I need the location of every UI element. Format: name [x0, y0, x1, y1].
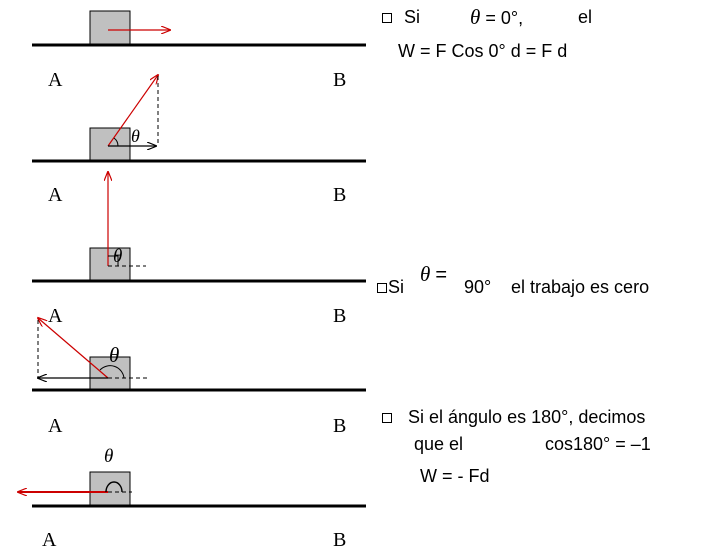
- item1-equation: θ = 0°,: [470, 5, 523, 30]
- scene-angle-90: θ A B: [32, 172, 366, 327]
- theta-label: θ: [109, 343, 119, 367]
- point-a-label: A: [48, 184, 63, 206]
- item2-value: 90°: [464, 277, 492, 297]
- angle-arc: [105, 481, 123, 493]
- item2-equation: θ =: [420, 262, 447, 287]
- square-bullet-icon: [382, 413, 392, 424]
- item3-line1: Si el ángulo es 180°, decimos: [408, 407, 646, 427]
- item3-line2b: cos180° = –1: [545, 434, 651, 454]
- item2-equals: =: [435, 264, 448, 286]
- angle-arc: [99, 365, 125, 379]
- point-a-label: A: [42, 529, 57, 546]
- point-b-label: B: [333, 184, 346, 206]
- point-a-label: A: [48, 69, 63, 91]
- theta-label: θ: [131, 126, 140, 146]
- point-a-label: A: [48, 415, 63, 437]
- block: [89, 127, 131, 162]
- block: [89, 471, 131, 507]
- item1-suffix: el: [578, 7, 593, 27]
- point-b-label: B: [333, 529, 346, 546]
- scene-angle-acute: θ A B: [32, 75, 366, 206]
- angle-arc: [113, 137, 119, 147]
- square-bullet-icon: [377, 283, 387, 294]
- point-b-label: B: [333, 305, 346, 327]
- force-arrow: [107, 75, 158, 147]
- item-angle-90: Si: [377, 277, 404, 298]
- force-diagrams-panel: A B θ A B θ A B θ A B: [0, 10, 366, 546]
- item2-suffix: el trabajo es cero: [511, 277, 650, 297]
- square-bullet-icon: [382, 13, 392, 24]
- point-b-label: B: [333, 415, 346, 437]
- item1-equals: = 0°,: [485, 8, 524, 28]
- point-a-label: A: [48, 305, 63, 327]
- item-angle-180: Si el ángulo es 180°, decimos: [382, 407, 645, 428]
- scene-angle-0: A B: [32, 10, 366, 91]
- item3-line2a: que el: [414, 434, 464, 454]
- theta-symbol: θ: [420, 262, 431, 286]
- scene-angle-180: θ A B: [18, 446, 366, 546]
- angle-arc: [108, 255, 119, 266]
- item-angle-0: Si: [382, 7, 420, 28]
- scene-angle-obtuse: θ A B: [32, 318, 366, 437]
- point-b-label: B: [333, 69, 346, 91]
- block: [89, 10, 131, 46]
- item1-prefix: Si: [404, 7, 421, 27]
- item1-formula: W = F Cos 0° d = F d: [398, 41, 568, 61]
- item2-prefix: Si: [388, 277, 405, 297]
- block: [89, 247, 131, 282]
- theta-label: θ: [104, 446, 113, 467]
- theta-label: θ: [113, 246, 122, 267]
- theta-symbol: θ: [470, 5, 481, 29]
- force-arrow: [38, 318, 109, 379]
- item3-formula: W = - Fd: [420, 466, 490, 486]
